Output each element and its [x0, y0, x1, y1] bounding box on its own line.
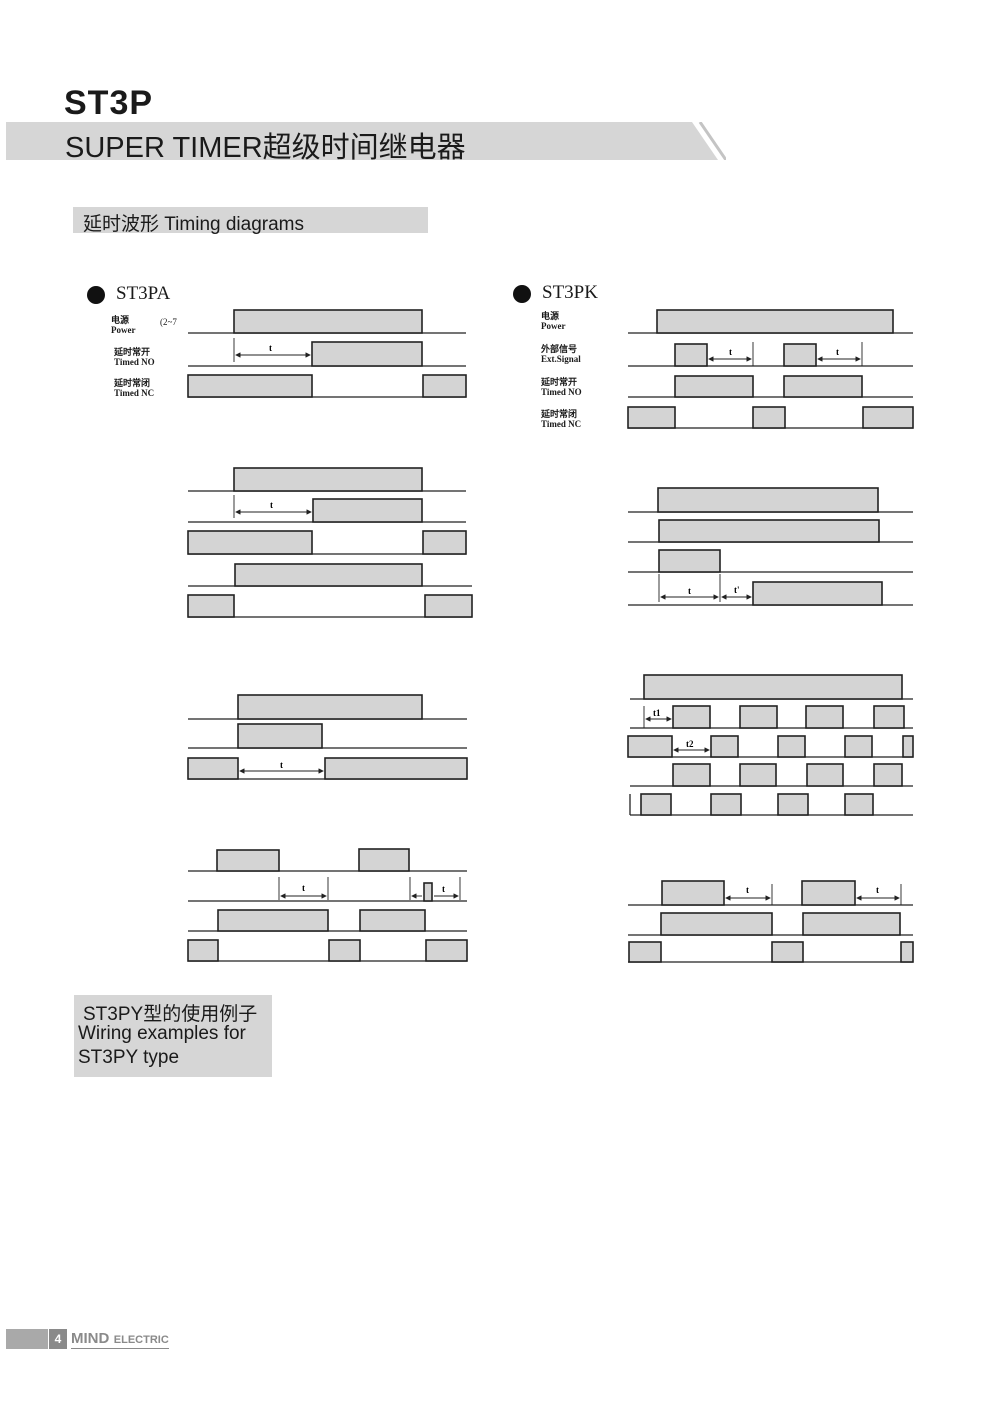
- st3pa-diagram-3: t: [187, 694, 468, 780]
- footer-brand: MIND ELECTRIC: [71, 1331, 169, 1349]
- wiring-title-en-2: ST3PY type: [78, 1047, 180, 1068]
- st3pk-diagram-3: t1 t2: [627, 674, 914, 816]
- time-label: t: [280, 760, 283, 770]
- time-label: t': [734, 585, 740, 595]
- time-label: t: [688, 586, 691, 596]
- wiring-title-en-1: Wiring examples for: [78, 1023, 246, 1044]
- st3pk-title: ST3PK: [542, 282, 598, 303]
- time-label: t: [302, 883, 305, 893]
- time-label: t: [442, 884, 445, 894]
- time-label: t1: [653, 708, 661, 718]
- st3pk-diagram-1: t t: [627, 309, 914, 429]
- timing-section-banner: 延时波形 Timing diagrams: [73, 207, 428, 235]
- st3pa-diagram-1: t: [187, 309, 467, 398]
- time-label: t: [876, 885, 879, 895]
- time-label: t: [269, 343, 272, 353]
- time-label: t: [836, 347, 839, 357]
- wiring-section-banner: ST3PY型的使用例子 Wiring examples for ST3PY ty…: [74, 995, 272, 1077]
- bullet-icon: [513, 285, 531, 303]
- st3pk-diagram-4: t t: [628, 880, 914, 963]
- brand-sub: ELECTRIC: [113, 1334, 169, 1346]
- st3pk-diagram-2: t t': [628, 487, 913, 606]
- wiring-title-cn: ST3PY型的使用例子: [83, 1004, 258, 1025]
- bullet-icon: [87, 286, 105, 304]
- page-number: 4: [49, 1329, 67, 1349]
- brand-name: MIND: [71, 1330, 110, 1347]
- model-title: ST3P: [64, 84, 154, 122]
- time-label: t2: [686, 739, 694, 749]
- time-label: t: [270, 500, 273, 510]
- time-label: t: [746, 885, 749, 895]
- header-banner: SUPER TIMER超级时间继电器: [6, 122, 726, 164]
- st3pa-diagram-2: t: [187, 467, 473, 618]
- time-label: t: [729, 347, 732, 357]
- st3pa-power-note: (2~7: [160, 317, 177, 327]
- subtitle: SUPER TIMER超级时间继电器: [65, 132, 466, 164]
- footer-bar: [6, 1329, 48, 1349]
- timing-diagrams: t t t: [187, 309, 914, 963]
- st3pa-title: ST3PA: [116, 283, 171, 304]
- st3pa-diagram-4: t t: [187, 848, 468, 962]
- timing-section-title: 延时波形 Timing diagrams: [83, 214, 305, 235]
